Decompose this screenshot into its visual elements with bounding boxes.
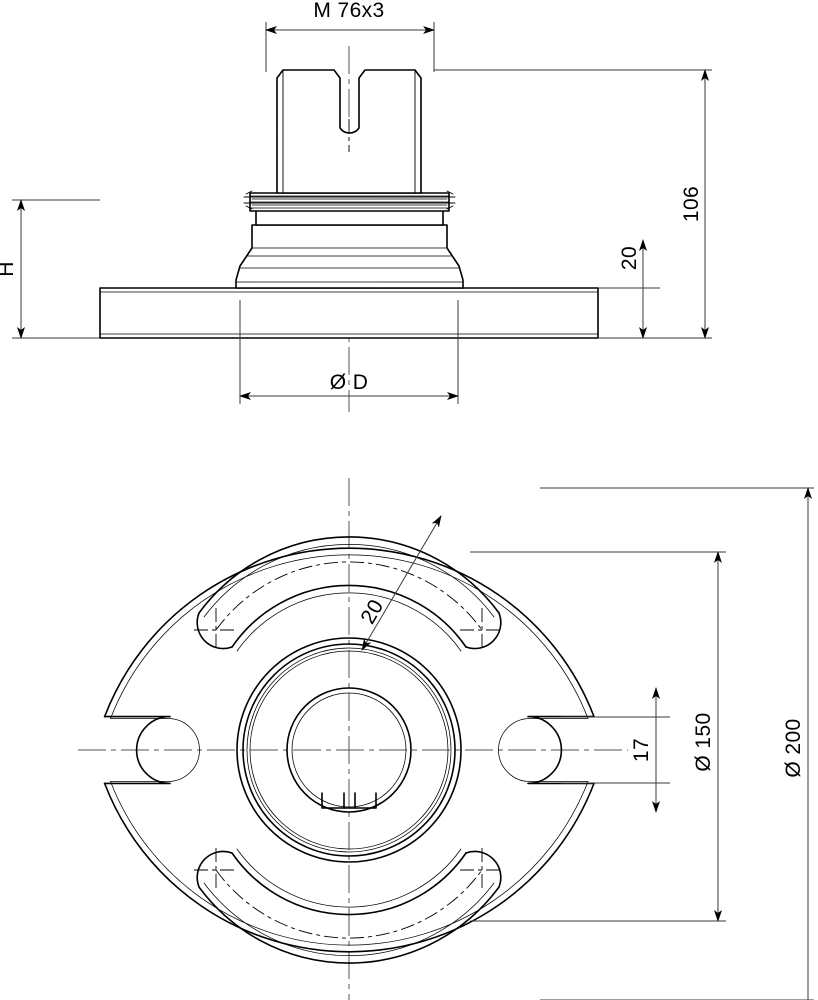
dimension-thread: M 76x3	[265, 0, 435, 72]
stem-with-slot	[276, 69, 422, 194]
hub-boss-profile	[235, 224, 464, 289]
dimension-slot-offset-label: 17	[630, 738, 653, 762]
dimension-flange-thickness-label: 20	[618, 246, 641, 270]
upper-slot-center-marks	[194, 608, 504, 652]
neck-profile	[255, 209, 444, 226]
outer-body-outline	[103, 547, 595, 953]
plan-view: 20 17 Ø 150 Ø 200	[78, 478, 814, 1000]
dimension-plate-diameter: Ø D	[239, 300, 459, 404]
right-notch	[498, 715, 595, 785]
dimension-thread-label: M 76x3	[313, 0, 384, 22]
left-notch	[103, 715, 200, 785]
dimension-bolt-circle-label: Ø 150	[692, 712, 715, 771]
elevation-view: M 76x3 106 20 H	[0, 0, 712, 412]
dimension-plate-height-label: H	[0, 261, 18, 277]
threaded-section	[243, 190, 456, 212]
lower-slot-center-marks	[194, 848, 504, 892]
dimension-plate-height: H	[0, 199, 100, 339]
dimension-slot-width-label: 20	[356, 596, 388, 628]
dimension-slot-offset: 17	[561, 687, 670, 813]
dimension-total-height: 106	[434, 69, 712, 339]
dimension-flange-thickness: 20	[598, 239, 660, 339]
dimension-bolt-circle: Ø 150	[470, 551, 726, 922]
dimension-outer-diameter-label: Ø 200	[782, 718, 805, 777]
keyway-detail	[321, 792, 377, 809]
dimension-slot-width: 20	[356, 515, 442, 651]
base-plate-profile	[99, 287, 599, 339]
dimension-outer-diameter: Ø 200	[540, 487, 814, 1000]
central-hub-circles	[236, 637, 462, 863]
lower-arc-slot	[194, 848, 504, 964]
dimension-total-height-label: 106	[680, 186, 703, 222]
dimension-plate-diameter-label: Ø D	[330, 371, 369, 394]
